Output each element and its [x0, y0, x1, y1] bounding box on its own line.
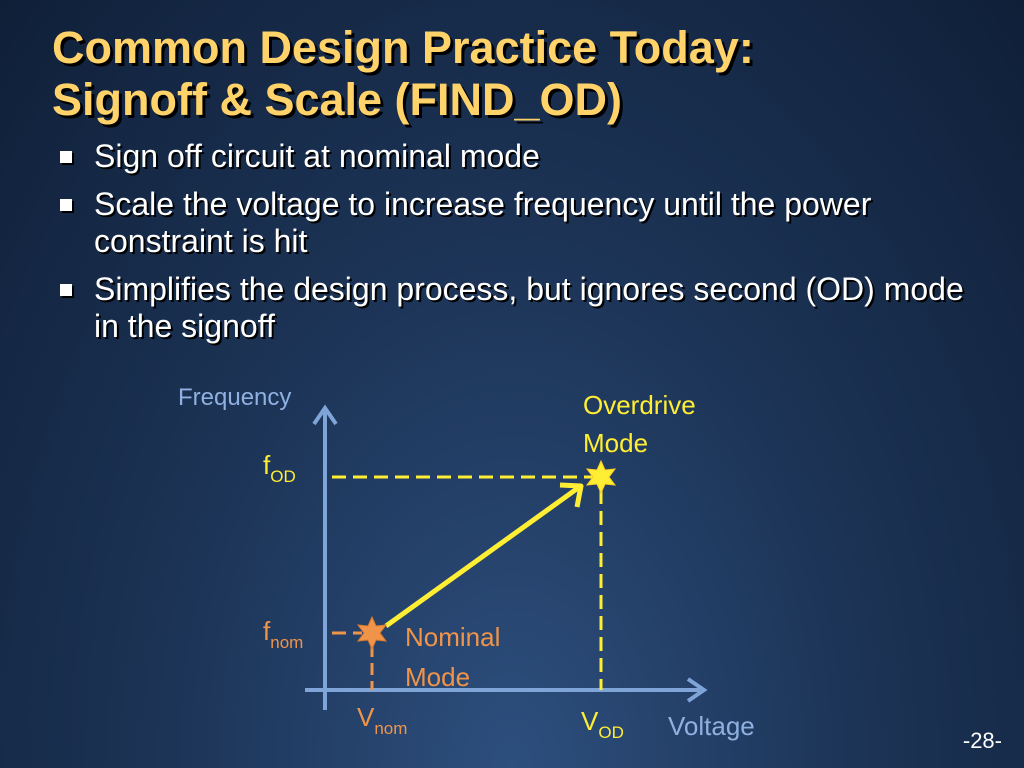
- nominal-mode-label-line-1: Nominal: [405, 622, 500, 652]
- v-od-label: VOD: [581, 706, 624, 742]
- bullet-item: Simplifies the design process, but ignor…: [58, 271, 988, 345]
- slide-title: Common Design Practice Today: Signoff & …: [52, 22, 992, 126]
- overdrive-mode-label-line-2: Mode: [583, 428, 648, 458]
- overdrive-point-star-icon: [585, 459, 617, 495]
- page-number: -28-: [962, 728, 1002, 753]
- y-axis-label: Frequency: [178, 384, 291, 411]
- x-axis-label: Voltage: [668, 711, 755, 741]
- bullet-list: Sign off circuit at nominal mode Scale t…: [58, 138, 988, 356]
- bullet-square-icon: [60, 284, 72, 296]
- nominal-mode-label-line-2: Mode: [405, 662, 470, 692]
- bullet-item: Scale the voltage to increase frequency …: [58, 186, 988, 260]
- bullet-square-icon: [60, 199, 72, 211]
- y-axis-arrow-icon: [312, 404, 338, 426]
- overdrive-mode-label-line-1: Overdrive: [583, 390, 696, 420]
- bullet-square-icon: [60, 151, 72, 163]
- title-line-2: Signoff & Scale (FIND_OD): [52, 74, 623, 125]
- bullet-text: Scale the voltage to increase frequency …: [94, 186, 872, 259]
- f-nom-label: fnom: [263, 616, 303, 652]
- bullet-text: Sign off circuit at nominal mode: [94, 138, 540, 174]
- bullet-text: Simplifies the design process, but ignor…: [94, 271, 964, 344]
- v-nom-label: Vnom: [357, 702, 407, 738]
- voltage-scaling-arrow: [384, 485, 580, 629]
- x-axis-arrow-icon: [686, 677, 708, 703]
- nominal-point-star-icon: [356, 615, 388, 651]
- f-od-label: fOD: [263, 450, 296, 486]
- title-line-1: Common Design Practice Today:: [52, 22, 754, 73]
- bullet-item: Sign off circuit at nominal mode: [58, 138, 988, 175]
- scaling-arrow-head-icon: [559, 482, 584, 508]
